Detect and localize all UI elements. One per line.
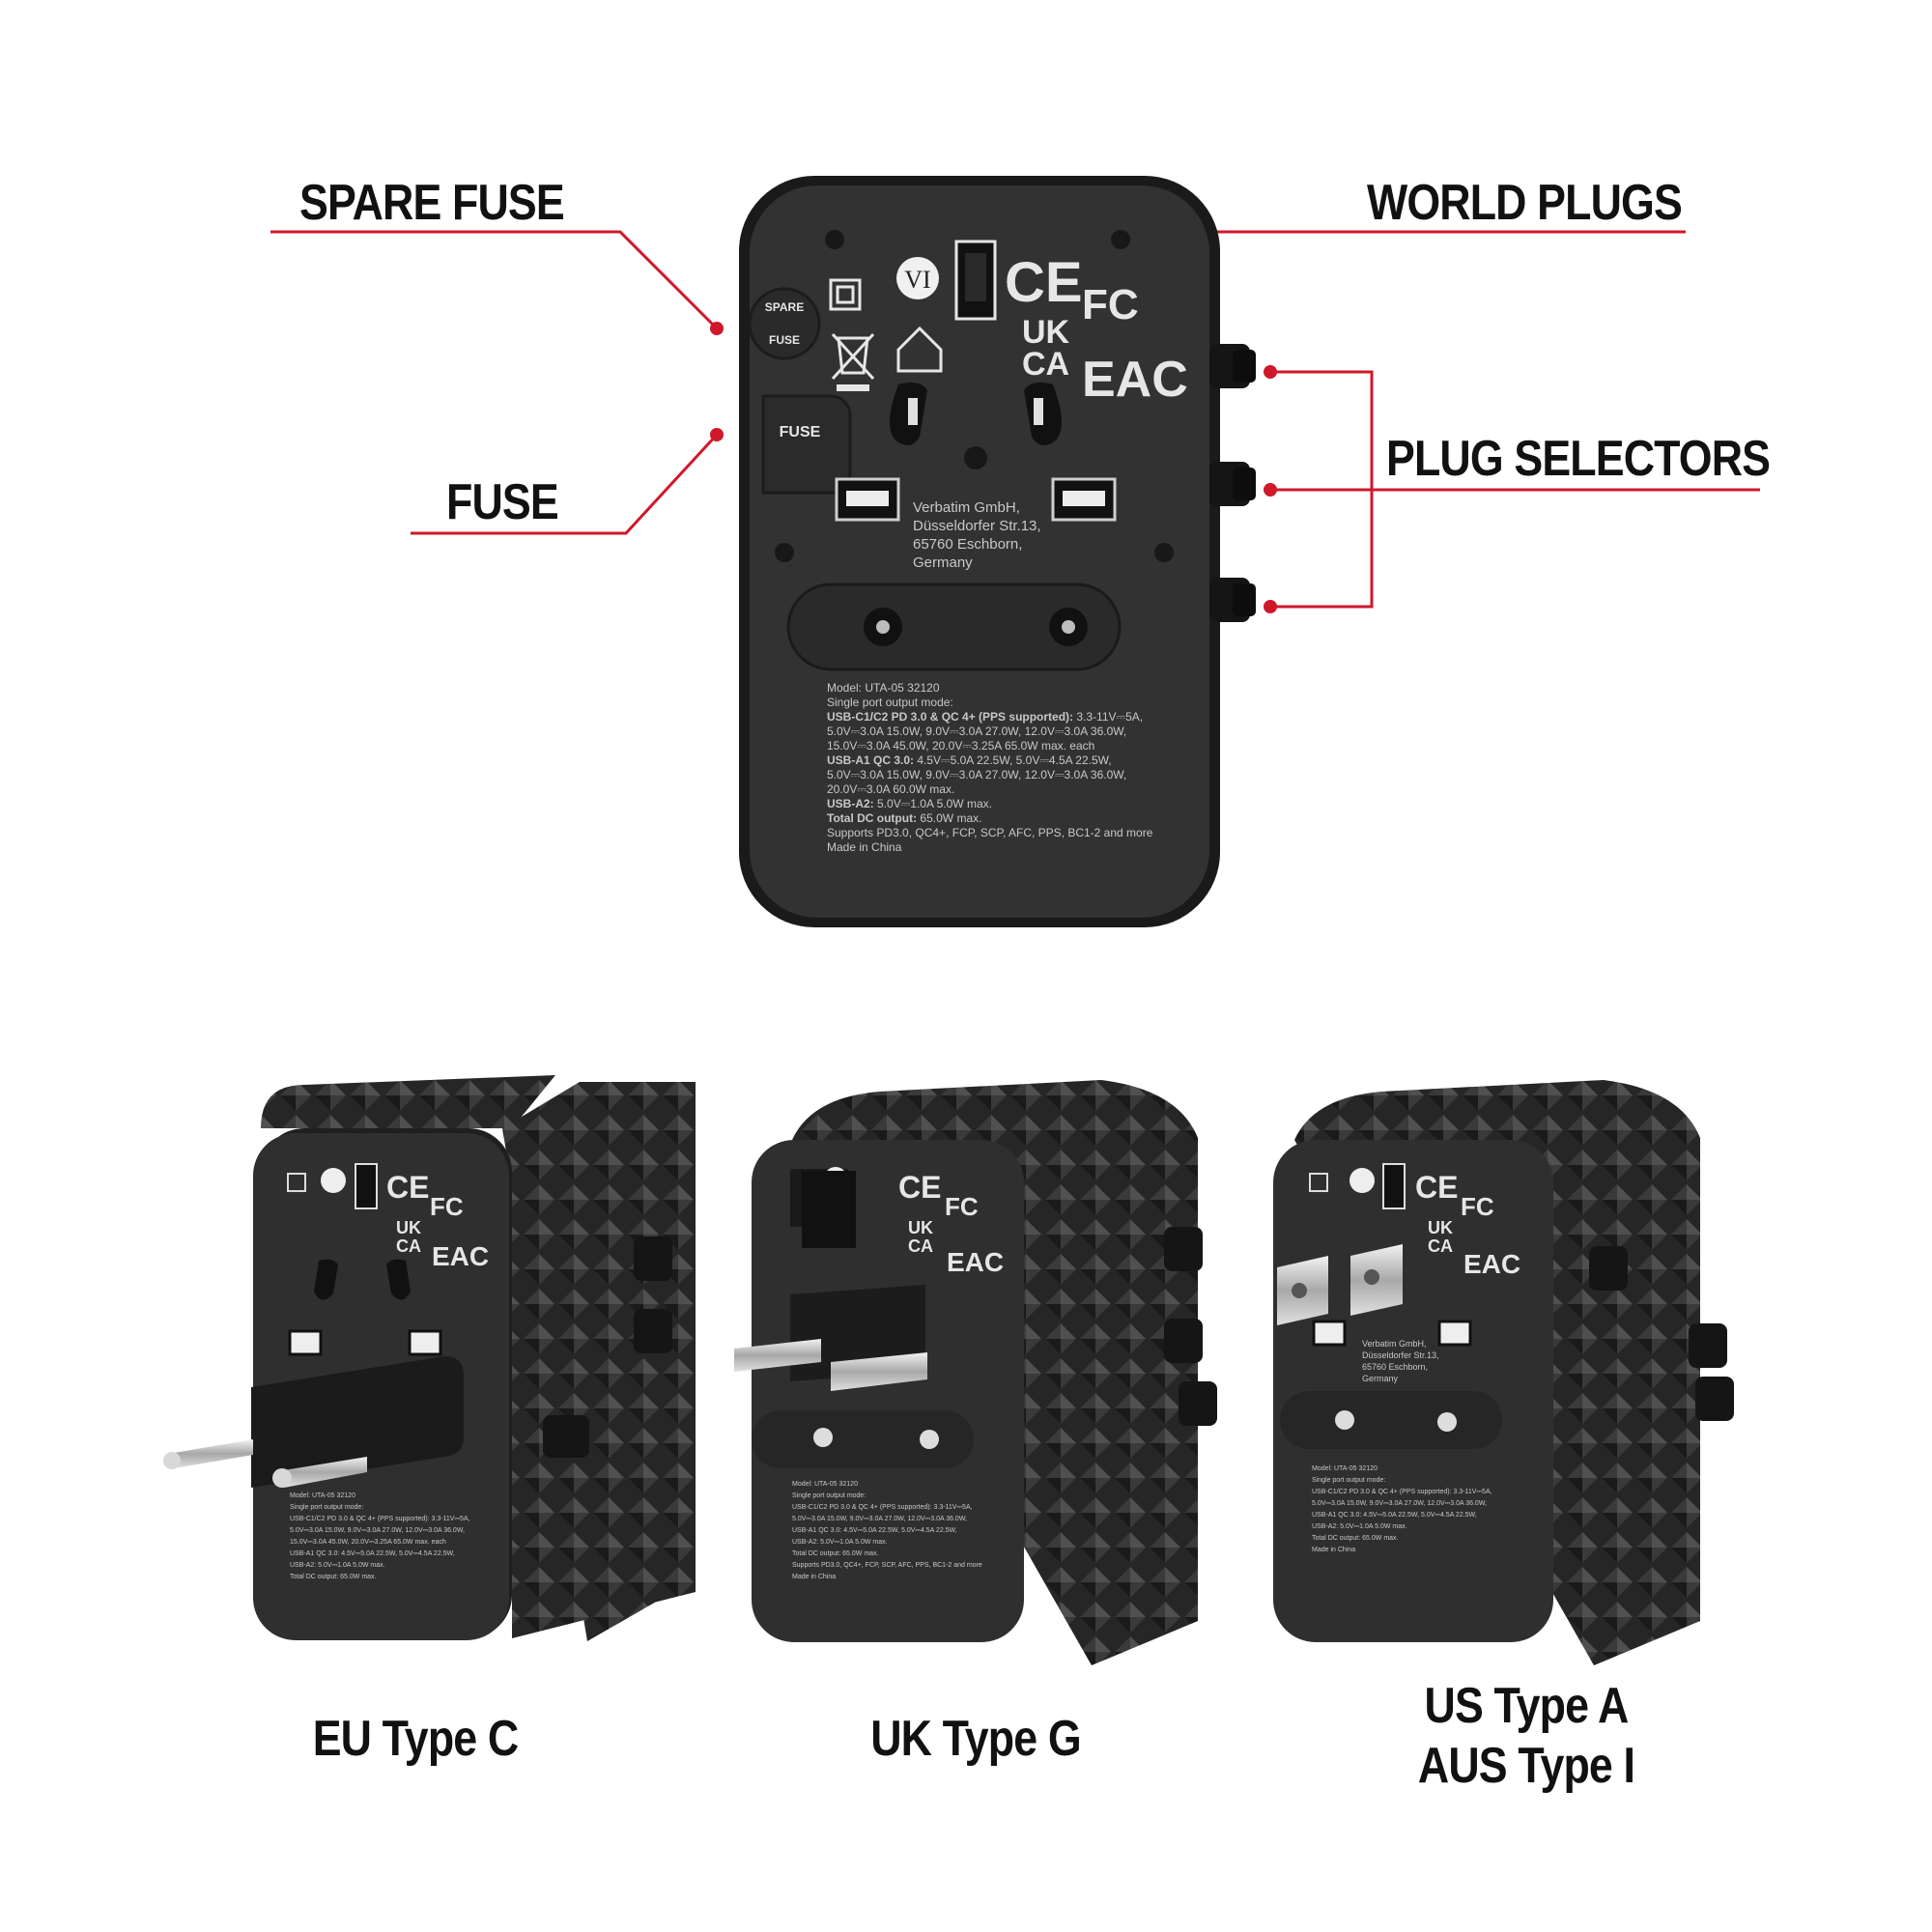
svg-text:5.0V⎓3.0A 15.0W, 9.0V⎓3.0A 27.: 5.0V⎓3.0A 15.0W, 9.0V⎓3.0A 27.0W, 12.0V⎓… xyxy=(290,1527,465,1534)
svg-text:Total DC output: 65.0W max.: Total DC output: 65.0W max. xyxy=(1312,1535,1399,1542)
svg-text:15.0V⎓3.0A 45.0W, 20.0V⎓3.25A: 15.0V⎓3.0A 45.0W, 20.0V⎓3.25A 65.0W max.… xyxy=(290,1539,446,1546)
plug-selector-knobs xyxy=(1209,344,1256,622)
svg-text:USB-C1/C2 PD 3.0 & QC 4+ (PPS: USB-C1/C2 PD 3.0 & QC 4+ (PPS supported)… xyxy=(1312,1489,1492,1495)
svg-text:Verbatim GmbH,: Verbatim GmbH, xyxy=(1362,1339,1427,1349)
adapter-rear-view: SPARE FUSE FUSE VI CE FC UK CA EAC xyxy=(739,176,1256,927)
plug-selectors-label: PLUG SELECTORS xyxy=(1386,431,1771,487)
svg-text:Germany: Germany xyxy=(913,554,973,571)
fuse-leader xyxy=(411,433,719,535)
svg-text:FC: FC xyxy=(1461,1192,1494,1221)
svg-text:Model: UTA-05 32120: Model: UTA-05 32120 xyxy=(290,1492,355,1499)
world-plugs-label: WORLD PLUGS xyxy=(1367,175,1683,231)
svg-text:USB-A2: 5.0V⎓1.0A 5.0W max.: USB-A2: 5.0V⎓1.0A 5.0W max. xyxy=(290,1562,385,1569)
svg-text:Düsseldorfer Str.13,: Düsseldorfer Str.13, xyxy=(1362,1350,1439,1360)
spec-line: 20.0V⎓3.0A 60.0W max. xyxy=(827,782,954,796)
svg-text:Total DC output: 65.0W max.: Total DC output: 65.0W max. xyxy=(792,1550,879,1557)
svg-text:USB-A2: 5.0V⎓1.0A 5.0W max.: USB-A2: 5.0V⎓1.0A 5.0W max. xyxy=(792,1539,888,1546)
spec-line: 5.0V⎓3.0A 15.0W, 9.0V⎓3.0A 27.0W, 12.0V⎓… xyxy=(827,724,1126,738)
svg-text:Single port output mode:: Single port output mode: xyxy=(290,1504,363,1511)
svg-text:5.0V⎓3.0A 15.0W, 9.0V⎓3.0A 27.: 5.0V⎓3.0A 15.0W, 9.0V⎓3.0A 27.0W, 12.0V⎓… xyxy=(792,1516,967,1522)
svg-text:CA: CA xyxy=(1428,1236,1453,1256)
svg-text:UK: UK xyxy=(396,1218,421,1237)
svg-text:USB-C1/C2 PD 3.0 & QC 4+ (PPS: USB-C1/C2 PD 3.0 & QC 4+ (PPS supported)… xyxy=(290,1516,470,1522)
ukca-mark-top: UK xyxy=(1022,314,1070,351)
svg-text:USB-A1 QC 3.0: 4.5V⎓5.0A 22.5W: USB-A1 QC 3.0: 4.5V⎓5.0A 22.5W, 5.0V⎓4.5… xyxy=(792,1527,957,1534)
svg-text:USB-A1 QC 3.0: 4.5V⎓5.0A 22.5W: USB-A1 QC 3.0: 4.5V⎓5.0A 22.5W, 5.0V⎓4.5… xyxy=(290,1550,455,1557)
spec-line: USB-C1/C2 PD 3.0 & QC 4+ (PPS supported)… xyxy=(827,710,1143,724)
spare-fuse-cap: SPARE FUSE xyxy=(748,287,821,360)
adapter-us-type-a-aus-type-i: CE FC UK CA EAC Verbatim GmbH, Düsseldor… xyxy=(1273,1080,1734,1665)
svg-text:UK: UK xyxy=(908,1218,933,1237)
svg-text:CE: CE xyxy=(1415,1170,1458,1205)
spare-fuse-leader xyxy=(270,230,719,330)
svg-text:EAC: EAC xyxy=(947,1247,1004,1277)
svg-text:65760 Eschborn,: 65760 Eschborn, xyxy=(913,536,1022,553)
fuse-label: FUSE xyxy=(446,474,559,530)
svg-text:UK: UK xyxy=(1428,1218,1453,1237)
svg-text:CE: CE xyxy=(898,1170,941,1205)
svg-text:FC: FC xyxy=(945,1192,979,1221)
spec-line: Model: UTA-05 32120 xyxy=(827,681,940,695)
svg-text:Made in China: Made in China xyxy=(1312,1547,1355,1553)
universal-sockets xyxy=(890,383,1062,445)
svg-text:FUSE: FUSE xyxy=(769,333,800,347)
caption-us-type-a: US Type A xyxy=(1424,1678,1630,1734)
caption-uk-type-g: UK Type G xyxy=(870,1711,1081,1767)
ce-mark: CE xyxy=(1005,251,1083,314)
svg-text:USB-A2: 5.0V⎓1.0A 5.0W max.: USB-A2: 5.0V⎓1.0A 5.0W max. xyxy=(1312,1523,1407,1530)
svg-text:SPARE: SPARE xyxy=(765,300,804,314)
spec-line: Supports PD3.0, QC4+, FCP, SCP, AFC, PPS… xyxy=(827,826,1153,839)
svg-text:EAC: EAC xyxy=(1463,1249,1520,1279)
adapter-eu-type-c: CE FC UK CA EAC Model: UTA-05 32120 Sing… xyxy=(163,1075,696,1641)
svg-text:Supports PD3.0, QC4+, FCP, SCP: Supports PD3.0, QC4+, FCP, SCP, AFC, PPS… xyxy=(792,1562,982,1569)
usb-a-ports xyxy=(835,477,1117,522)
eu-socket xyxy=(786,582,1122,671)
spec-line: Single port output mode: xyxy=(827,696,953,709)
svg-text:Verbatim GmbH,: Verbatim GmbH, xyxy=(913,499,1020,516)
fc-mark: FC xyxy=(1082,281,1139,328)
svg-text:Model: UTA-05 32120: Model: UTA-05 32120 xyxy=(1312,1465,1378,1472)
svg-text:Total DC output: 65.0W max.: Total DC output: 65.0W max. xyxy=(290,1574,377,1580)
compliance-marks: VI CE FC UK CA EAC xyxy=(829,240,1188,408)
svg-text:FC: FC xyxy=(430,1192,464,1221)
svg-text:Germany: Germany xyxy=(1362,1374,1399,1383)
svg-text:65760 Eschborn,: 65760 Eschborn, xyxy=(1362,1362,1428,1372)
spec-line: USB-A2: 5.0V⎓1.0A 5.0W max. xyxy=(827,797,992,810)
manufacturer-address: Verbatim GmbH, Düsseldorfer Str.13, 6576… xyxy=(913,499,1041,571)
svg-text:CE: CE xyxy=(386,1170,429,1205)
spec-line: USB-A1 QC 3.0: 4.5V⎓5.0A 22.5W, 5.0V⎓4.5… xyxy=(827,753,1112,767)
spec-line: 5.0V⎓3.0A 15.0W, 9.0V⎓3.0A 27.0W, 12.0V⎓… xyxy=(827,768,1126,781)
svg-text:CA: CA xyxy=(908,1236,933,1256)
svg-text:Model: UTA-05 32120: Model: UTA-05 32120 xyxy=(792,1481,858,1488)
svg-text:CA: CA xyxy=(396,1236,421,1256)
spec-line: Made in China xyxy=(827,840,902,854)
eac-mark: EAC xyxy=(1082,352,1188,408)
svg-text:Single port output mode:: Single port output mode: xyxy=(1312,1477,1385,1484)
svg-text:FUSE: FUSE xyxy=(780,424,821,440)
spare-fuse-label: SPARE FUSE xyxy=(299,175,565,231)
svg-text:Made in China: Made in China xyxy=(792,1574,836,1580)
svg-text:EAC: EAC xyxy=(432,1241,489,1271)
spec-line: Total DC output: 65.0W max. xyxy=(827,811,981,825)
svg-text:Düsseldorfer Str.13,: Düsseldorfer Str.13, xyxy=(913,518,1041,534)
ukca-mark-bottom: CA xyxy=(1022,346,1069,383)
caption-eu-type-c: EU Type C xyxy=(312,1711,519,1767)
svg-text:5.0V⎓3.0A 15.0W, 9.0V⎓3.0A 27.: 5.0V⎓3.0A 15.0W, 9.0V⎓3.0A 27.0W, 12.0V⎓… xyxy=(1312,1500,1487,1507)
svg-text:Single port output mode:: Single port output mode: xyxy=(792,1492,866,1499)
caption-aus-type-i: AUS Type I xyxy=(1417,1738,1635,1794)
spec-line: 15.0V⎓3.0A 45.0W, 20.0V⎓3.25A 65.0W max.… xyxy=(827,739,1094,753)
svg-text:USB-A1 QC 3.0: 4.5V⎓5.0A 22.5W: USB-A1 QC 3.0: 4.5V⎓5.0A 22.5W, 5.0V⎓4.5… xyxy=(1312,1512,1477,1519)
vi-mark: VI xyxy=(904,266,930,294)
svg-text:USB-C1/C2 PD 3.0 & QC 4+ (PPS: USB-C1/C2 PD 3.0 & QC 4+ (PPS supported)… xyxy=(792,1504,973,1511)
adapter-uk-type-g: CE FC UK CA EAC Model: UTA-05 32120 Sing… xyxy=(734,1080,1217,1665)
